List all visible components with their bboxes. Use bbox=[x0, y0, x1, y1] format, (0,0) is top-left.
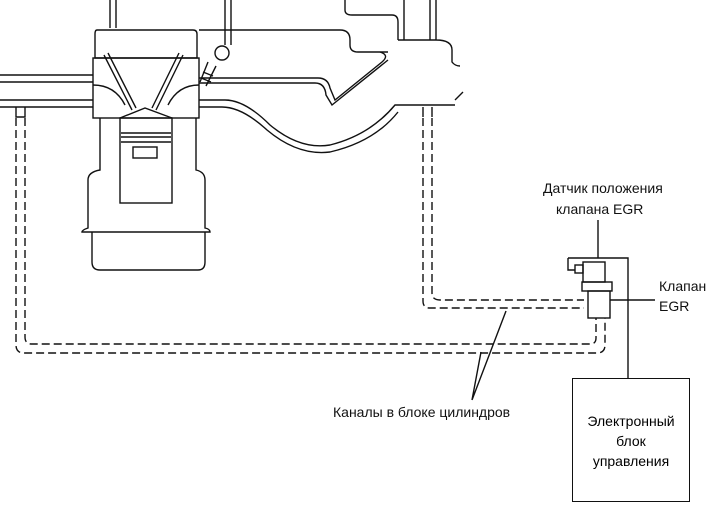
ecu-label-line3: управления bbox=[592, 453, 670, 469]
valve-label-line1: Клапан bbox=[659, 278, 707, 294]
channels-label: Каналы в блоке цилиндров bbox=[333, 404, 511, 420]
egr-valve bbox=[567, 220, 655, 378]
block-channels bbox=[15, 118, 606, 354]
exhaust-pipe bbox=[0, 91, 464, 154]
intake-pipe bbox=[0, 0, 461, 107]
ecu-box: Электронный блок управления bbox=[572, 378, 690, 502]
valve-label-line2: EGR bbox=[659, 298, 690, 314]
sensor-label-line2: клапана EGR bbox=[556, 201, 644, 217]
ecu-label-line2: блок bbox=[616, 433, 646, 449]
channels-leader-line bbox=[471, 310, 507, 401]
ecu-label-line1: Электронный bbox=[587, 413, 675, 429]
engine bbox=[81, 0, 232, 271]
sensor-label-line1: Датчик положения bbox=[543, 180, 663, 196]
